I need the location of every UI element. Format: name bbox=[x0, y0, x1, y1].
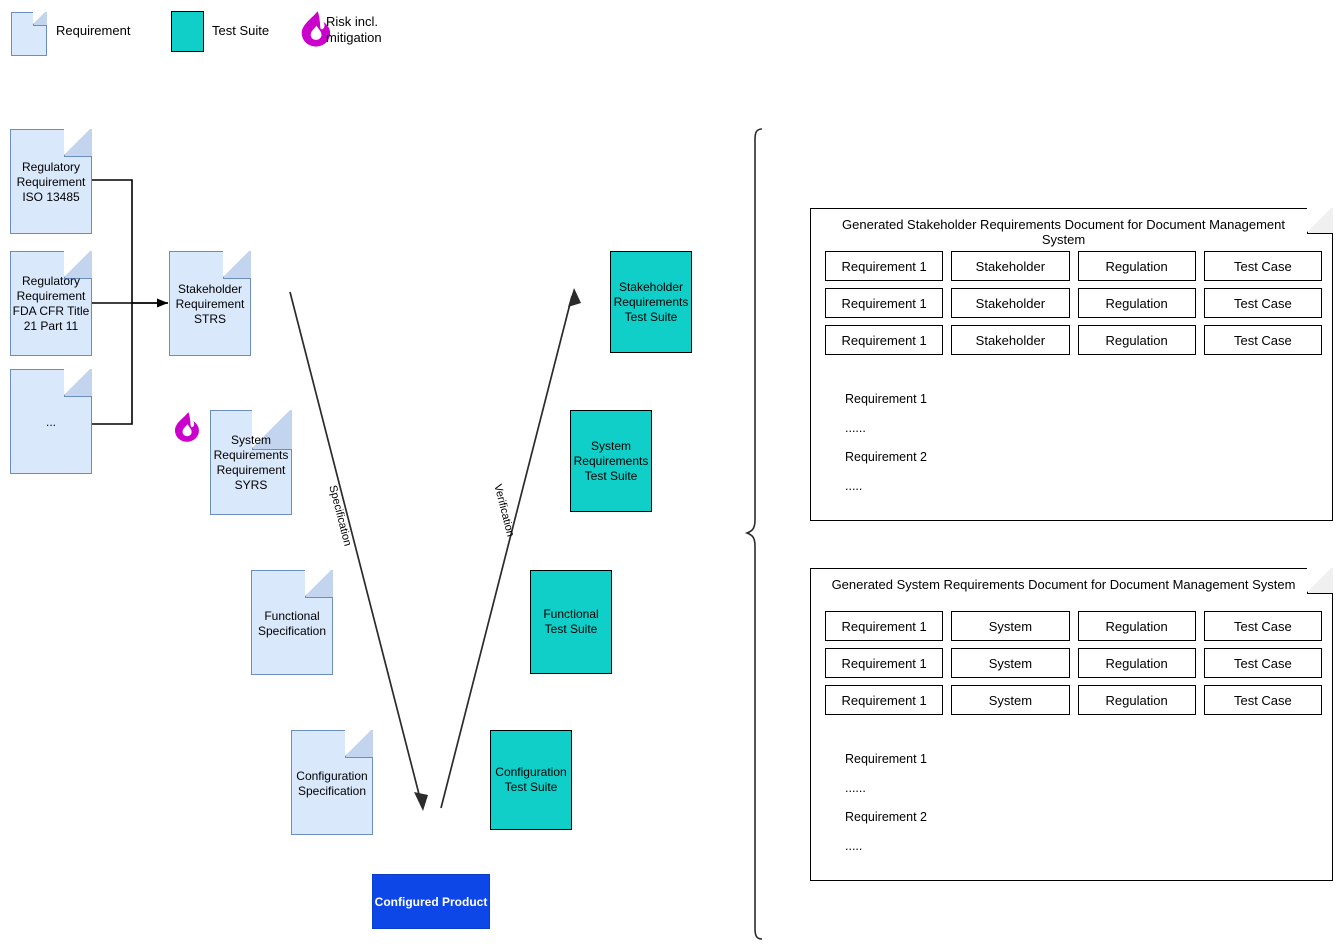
table-cell-test-case[interactable]: Test Case bbox=[1203, 648, 1322, 678]
table-cell-test-case[interactable]: Test Case bbox=[1203, 251, 1322, 281]
body-line: ...... bbox=[845, 781, 866, 795]
table-cell-regulation[interactable]: Regulation bbox=[1077, 648, 1196, 678]
body-line: Requirement 2 bbox=[845, 450, 927, 464]
suite-stakeholder-requirements[interactable]: Stakeholder Requirements Test Suite bbox=[610, 251, 692, 353]
requirements-table: Requirement 1 System Regulation Test Cas… bbox=[825, 611, 1322, 715]
suite-system-requirements[interactable]: System Requirements Test Suite bbox=[570, 410, 652, 512]
specification-arrow-label: Specification bbox=[326, 484, 354, 548]
table-cell-source[interactable]: Stakeholder bbox=[951, 251, 1070, 281]
doc-functional-specification[interactable]: Functional Specification bbox=[251, 570, 333, 675]
doc-fold-corner bbox=[1307, 568, 1333, 594]
table-cell-test-case[interactable]: Test Case bbox=[1203, 685, 1322, 715]
table-cell-regulation[interactable]: Regulation bbox=[1077, 685, 1196, 715]
doc-fold-corner bbox=[64, 129, 92, 157]
suite-functional-test[interactable]: Functional Test Suite bbox=[530, 570, 612, 674]
risk-flame-icon-syrs bbox=[172, 411, 202, 443]
configured-product-box[interactable]: Configured Product bbox=[372, 874, 490, 929]
table-cell-requirement[interactable]: Requirement 1 bbox=[825, 648, 944, 678]
table-cell-source[interactable]: Stakeholder bbox=[951, 325, 1070, 355]
table-row: Requirement 1 Stakeholder Regulation Tes… bbox=[825, 325, 1322, 355]
table-cell-source[interactable]: System bbox=[951, 611, 1070, 641]
table-cell-requirement[interactable]: Requirement 1 bbox=[825, 251, 944, 281]
table-cell-requirement[interactable]: Requirement 1 bbox=[825, 611, 944, 641]
doc-stakeholder-requirement-strs[interactable]: Stakeholder Requirement STRS bbox=[169, 251, 251, 356]
generated-stakeholder-requirements-document[interactable]: Generated Stakeholder Requirements Docum… bbox=[810, 208, 1333, 521]
generated-doc-title: Generated Stakeholder Requirements Docum… bbox=[842, 217, 1285, 247]
table-cell-regulation[interactable]: Regulation bbox=[1077, 251, 1196, 281]
doc-fold-corner bbox=[252, 410, 292, 450]
doc-system-requirements-syrs[interactable]: System Requirements Requirement SYRS bbox=[210, 410, 292, 515]
doc-label: ... bbox=[45, 415, 56, 429]
doc-configuration-specification[interactable]: Configuration Specification bbox=[291, 730, 373, 835]
legend-test-suite-icon bbox=[171, 11, 204, 52]
doc-regulatory-iso-13485[interactable]: Regulatory Requirement ISO 13485 bbox=[10, 129, 92, 234]
table-cell-source[interactable]: Stakeholder bbox=[951, 288, 1070, 318]
body-line: Requirement 2 bbox=[845, 810, 927, 824]
table-row: Requirement 1 System Regulation Test Cas… bbox=[825, 685, 1322, 715]
legend-risk-flame-icon bbox=[298, 10, 334, 48]
generated-doc-body: Requirement 1 ...... Requirement 2 ..... bbox=[845, 745, 927, 861]
generated-doc-title: Generated System Requirements Document f… bbox=[831, 577, 1296, 592]
doc-fold-corner bbox=[64, 251, 92, 279]
table-cell-requirement[interactable]: Requirement 1 bbox=[825, 685, 944, 715]
table-row: Requirement 1 Stakeholder Regulation Tes… bbox=[825, 251, 1322, 281]
doc-regulatory-more[interactable]: ... bbox=[10, 369, 92, 474]
generated-doc-body: Requirement 1 ...... Requirement 2 ..... bbox=[845, 385, 927, 501]
doc-fold-corner bbox=[345, 730, 373, 758]
table-row: Requirement 1 Stakeholder Regulation Tes… bbox=[825, 288, 1322, 318]
doc-label: Functional Specification bbox=[257, 609, 327, 638]
doc-label: Regulatory Requirement ISO 13485 bbox=[16, 160, 86, 204]
doc-fold-corner bbox=[33, 12, 47, 26]
verification-arrow-label: Verification bbox=[491, 483, 517, 539]
doc-fold-corner bbox=[64, 369, 92, 397]
doc-label: System Requirements Requirement SYRS bbox=[213, 433, 289, 492]
doc-label: Regulatory Requirement FDA CFR Title 21 … bbox=[12, 274, 90, 333]
legend-requirement-doc-icon bbox=[11, 12, 47, 56]
table-row: Requirement 1 System Regulation Test Cas… bbox=[825, 611, 1322, 641]
table-cell-source[interactable]: System bbox=[951, 648, 1070, 678]
doc-label: Stakeholder Requirement STRS bbox=[175, 282, 245, 326]
table-cell-requirement[interactable]: Requirement 1 bbox=[825, 288, 944, 318]
body-line: Requirement 1 bbox=[845, 752, 927, 766]
body-line: Requirement 1 bbox=[845, 392, 927, 406]
table-cell-test-case[interactable]: Test Case bbox=[1203, 325, 1322, 355]
table-cell-requirement[interactable]: Requirement 1 bbox=[825, 325, 944, 355]
table-cell-test-case[interactable]: Test Case bbox=[1203, 611, 1322, 641]
table-cell-test-case[interactable]: Test Case bbox=[1203, 288, 1322, 318]
legend-label-test-suite: Test Suite bbox=[212, 23, 270, 38]
table-row: Requirement 1 System Regulation Test Cas… bbox=[825, 648, 1322, 678]
table-cell-regulation[interactable]: Regulation bbox=[1077, 611, 1196, 641]
body-line: ...... bbox=[845, 421, 866, 435]
table-cell-regulation[interactable]: Regulation bbox=[1077, 325, 1196, 355]
generated-system-requirements-document[interactable]: Generated System Requirements Document f… bbox=[810, 568, 1333, 881]
requirements-table: Requirement 1 Stakeholder Regulation Tes… bbox=[825, 251, 1322, 355]
legend-label-requirement: Requirement bbox=[56, 23, 131, 38]
body-line: ..... bbox=[845, 839, 863, 853]
doc-fold-corner bbox=[223, 251, 251, 279]
table-cell-source[interactable]: System bbox=[951, 685, 1070, 715]
table-cell-regulation[interactable]: Regulation bbox=[1077, 288, 1196, 318]
body-line: ..... bbox=[845, 479, 863, 493]
doc-regulatory-fda-cfr[interactable]: Regulatory Requirement FDA CFR Title 21 … bbox=[10, 251, 92, 356]
suite-configuration-test[interactable]: Configuration Test Suite bbox=[490, 730, 572, 830]
doc-label: Configuration Specification bbox=[296, 769, 368, 798]
doc-fold-corner bbox=[305, 570, 333, 598]
doc-fold-corner bbox=[1307, 208, 1333, 234]
legend-label-risk: Risk incl. mitigation bbox=[326, 14, 382, 45]
